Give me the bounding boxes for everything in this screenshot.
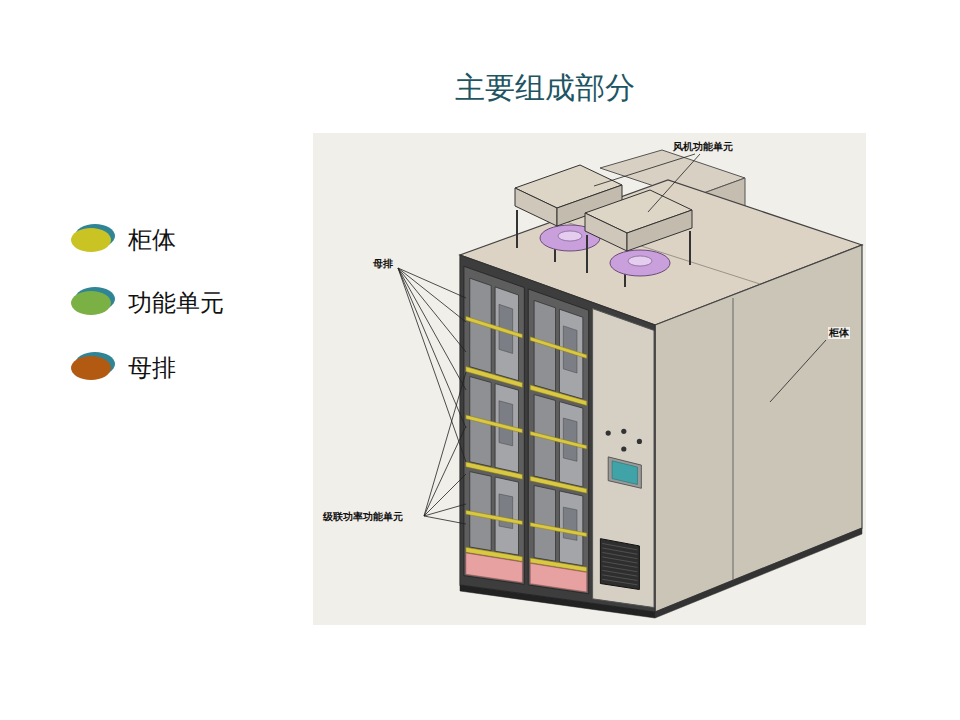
door-panel	[593, 309, 654, 608]
legend-swatch	[71, 291, 111, 315]
legend-label: 功能单元	[128, 291, 224, 315]
legend-bullet	[71, 224, 115, 252]
legend-swatches	[71, 224, 115, 380]
fan-leg	[586, 235, 588, 273]
part-label: 柜体	[828, 327, 850, 339]
screen-frame	[608, 457, 641, 488]
cabinet-side	[655, 245, 862, 612]
fan-box-front	[585, 213, 627, 251]
fan-hub	[628, 256, 652, 266]
picture-ground	[313, 133, 866, 625]
legend-bullet	[71, 287, 115, 315]
indicator-button	[637, 439, 642, 444]
leader-line	[398, 268, 466, 298]
legend-label: 母排	[128, 356, 176, 380]
vent-slot	[602, 566, 637, 572]
power-module	[559, 491, 582, 566]
floor-plate	[530, 563, 587, 592]
indicator-button	[621, 446, 626, 451]
leader-line	[424, 426, 466, 516]
vent-slot	[602, 579, 637, 585]
busbar	[466, 316, 523, 338]
power-module	[534, 485, 555, 561]
busbar	[530, 431, 587, 449]
module-detail	[499, 494, 513, 529]
leader-line	[594, 154, 695, 186]
indicator-button	[606, 430, 611, 435]
leader-lines	[398, 154, 826, 524]
leader-line	[424, 372, 466, 516]
busbar	[466, 415, 523, 433]
fan-impeller	[610, 250, 670, 276]
part-label: 风机功能单元	[672, 141, 734, 153]
legend-swatch	[71, 228, 111, 252]
fan-hub	[558, 231, 582, 241]
legend-bullet	[71, 352, 115, 380]
floor-plate	[466, 553, 523, 583]
fan-box-side	[627, 210, 692, 251]
module-detail	[499, 401, 513, 446]
open-bay	[464, 266, 524, 584]
fan-box-front	[515, 188, 557, 226]
part-label: 级联功率功能单元	[322, 511, 404, 523]
leader-line	[424, 516, 466, 524]
busbar	[530, 522, 587, 536]
leader-line	[424, 474, 466, 516]
module-detail	[563, 507, 577, 540]
cabinet-drawing	[460, 150, 862, 618]
vent-slot	[602, 570, 637, 576]
power-module	[495, 477, 518, 555]
legend-swatch	[71, 356, 111, 380]
busbar	[530, 337, 587, 359]
fan-leg	[516, 210, 518, 248]
leader-line	[398, 268, 466, 390]
cabinet-front-frame	[460, 255, 655, 612]
leader-line	[424, 504, 466, 516]
vent-grille	[600, 539, 639, 590]
leader-line	[648, 154, 700, 212]
power-module	[470, 472, 491, 551]
page-title: 主要组成部分	[455, 68, 635, 109]
part-label: 母排	[372, 258, 394, 270]
vent-slot	[602, 575, 637, 581]
indicator-button	[621, 429, 626, 434]
leader-line	[398, 268, 466, 462]
module-detail	[563, 418, 577, 461]
legend-label: 柜体	[128, 228, 176, 252]
plinth	[655, 528, 862, 618]
panel-seam	[733, 298, 734, 584]
leader-line	[398, 268, 466, 352]
leader-line	[398, 268, 466, 322]
screen	[612, 461, 637, 485]
leader-line	[398, 268, 466, 428]
leader-line	[770, 340, 826, 402]
fan-leg	[689, 231, 691, 265]
open-bay	[528, 289, 588, 594]
busbar	[466, 510, 523, 524]
